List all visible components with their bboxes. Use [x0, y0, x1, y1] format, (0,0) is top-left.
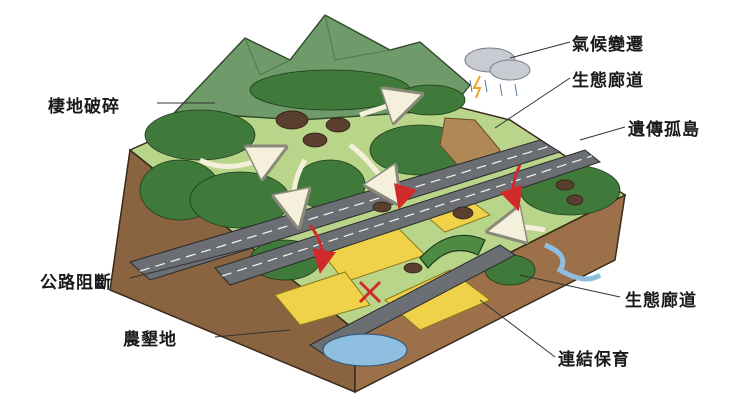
label-genetic-island: 遺傳孤島: [628, 120, 700, 140]
pond: [322, 333, 408, 367]
stream: [544, 242, 602, 282]
green-bridge-corridor: [419, 234, 486, 269]
label-farmland: 農墾地: [123, 330, 177, 350]
blocked-crossing-x-icon: [358, 280, 382, 304]
label-road-barrier: 公路阻斷: [40, 273, 112, 293]
rain-cloud-icon: [464, 47, 531, 99]
label-eco-corridor-bottom: 生態廊道: [625, 291, 697, 311]
label-eco-corridor-top: 生態廊道: [572, 71, 644, 91]
movement-arrows: [198, 100, 546, 230]
highway-roads: [129, 139, 602, 356]
label-climate-change: 氣候變遷: [572, 35, 644, 55]
label-connectivity-conservation: 連結保育: [558, 350, 630, 370]
blocked-crossing-arrows: [308, 164, 523, 274]
farmland-fields: [274, 199, 492, 331]
label-habitat-fragmentation: 棲地破碎: [48, 97, 120, 117]
callout-leader-lines: [129, 41, 626, 358]
wild-boars: [275, 110, 584, 274]
